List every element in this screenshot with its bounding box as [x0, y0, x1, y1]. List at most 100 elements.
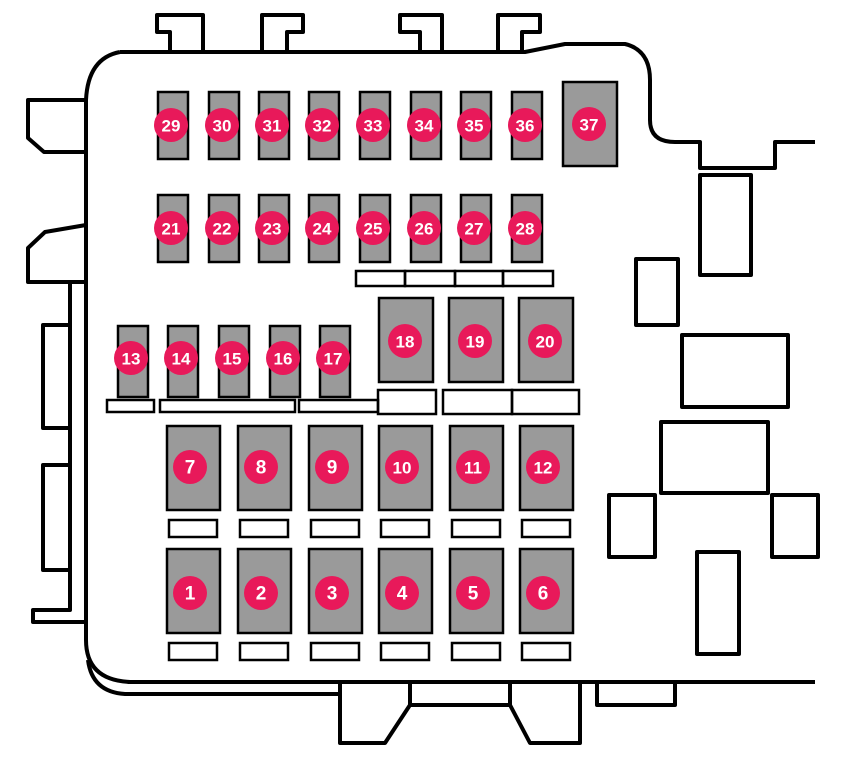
- housing-left-wall: [84, 50, 815, 684]
- spare-slot: [238, 518, 290, 539]
- fuse-number-label: 24: [313, 220, 332, 239]
- fuse-number-label: 29: [162, 117, 181, 136]
- fuse-box-housing: [26, 13, 820, 745]
- fuse-26: 26: [407, 193, 443, 264]
- fuse-number-badge: [173, 576, 207, 610]
- fuse-number-label: 26: [415, 220, 434, 239]
- fuse-number-label: 25: [364, 220, 383, 239]
- fuse-number-badge: [205, 108, 239, 142]
- spare-slot: [450, 518, 502, 539]
- fuse-number-badge: [255, 211, 289, 245]
- fuse-number-badge: [255, 108, 289, 142]
- fuse-28: 28: [508, 193, 544, 264]
- fuse-24: 24: [305, 193, 341, 264]
- fuse-number-label: 32: [313, 117, 332, 136]
- fuse-1: 1: [165, 547, 222, 635]
- top-clip-left-1: [155, 13, 205, 52]
- right-slot-6: [770, 493, 820, 559]
- fuse-27: 27: [457, 193, 493, 264]
- left-bracket-top: [26, 98, 86, 154]
- fuse-number-badge: [456, 576, 490, 610]
- spare-slot: [309, 641, 361, 662]
- left-bracket-mid: [26, 223, 87, 284]
- fuse-number-badge: [205, 211, 239, 245]
- fuse-17: 17: [316, 324, 352, 399]
- spare-slot: [403, 269, 457, 288]
- fuse-number-label: 12: [534, 459, 553, 478]
- fuse-number-badge: [572, 107, 606, 141]
- fuse-number-label: 28: [516, 220, 535, 239]
- right-slot-4: [659, 420, 770, 495]
- fuse-number-label: 33: [364, 117, 383, 136]
- fuse-number-label: 7: [185, 458, 196, 479]
- fuse-3: 3: [307, 547, 364, 635]
- fuse-number-label: 16: [274, 350, 293, 369]
- bottom-tab-right: [595, 682, 677, 707]
- fuse-31: 31: [255, 90, 291, 161]
- fuse-number-label: 14: [172, 350, 191, 369]
- fuse-number-badge: [154, 211, 188, 245]
- fuse-number-label: 8: [256, 458, 267, 479]
- bottom-tab-left: [338, 682, 412, 745]
- fuse-number-label: 37: [580, 116, 599, 135]
- spare-slot: [441, 388, 514, 416]
- fuse-19: 19: [447, 296, 505, 384]
- housing-base-line: [86, 659, 340, 696]
- fuse-number-badge: [316, 341, 350, 375]
- fuse-number-badge: [315, 450, 349, 484]
- fuse-number-badge: [458, 324, 492, 358]
- left-bracket-bottom: [31, 280, 86, 624]
- fuse-number-label: 5: [468, 584, 479, 605]
- fuse-number-label: 31: [263, 117, 282, 136]
- fuse-number-label: 6: [538, 584, 549, 605]
- right-slot-7: [695, 550, 741, 656]
- fuse-number-badge: [315, 576, 349, 610]
- spare-slot: [520, 518, 572, 539]
- fuse-2: 2: [236, 547, 293, 635]
- fuse-number-badge: [244, 576, 278, 610]
- fuse-number-badge: [244, 450, 278, 484]
- fuse-number-badge: [305, 211, 339, 245]
- top-clip-right-2: [496, 13, 542, 52]
- fuse-number-label: 4: [397, 584, 408, 605]
- fuse-4: 4: [377, 547, 434, 635]
- fuse-number-label: 35: [465, 117, 484, 136]
- fuse-number-label: 17: [324, 350, 343, 369]
- spare-slot: [501, 269, 555, 288]
- fuse-number-badge: [528, 324, 562, 358]
- spare-slot: [453, 269, 505, 288]
- fuse-36: 36: [508, 90, 544, 161]
- fuse-16: 16: [266, 324, 302, 399]
- left-tab-1: [41, 323, 70, 430]
- spare-slot: [450, 641, 502, 662]
- housing-outline: [120, 42, 815, 170]
- fuse-11: 11: [448, 424, 505, 512]
- fuse-number-badge: [407, 211, 441, 245]
- spare-slot: [158, 398, 297, 414]
- fuse-number-badge: [356, 211, 390, 245]
- left-tab-2: [41, 463, 70, 572]
- fuse-30: 30: [205, 90, 241, 161]
- fuse-20: 20: [517, 296, 575, 384]
- fuse-9: 9: [307, 424, 364, 512]
- fuse-number-badge: [388, 324, 422, 358]
- fuse-21: 21: [154, 193, 190, 264]
- fuse-number-badge: [407, 108, 441, 142]
- fuse-34: 34: [407, 90, 443, 161]
- fuse-number-badge: [173, 450, 207, 484]
- fuse-12: 12: [518, 424, 575, 512]
- top-clip-left-2: [260, 13, 305, 52]
- spare-slot: [379, 641, 431, 662]
- spare-slot: [510, 388, 581, 416]
- fuse-23: 23: [255, 193, 291, 264]
- fuse-8: 8: [236, 424, 293, 512]
- spare-slot: [520, 641, 572, 662]
- fuse-number-label: 18: [396, 333, 415, 352]
- fuse-number-label: 19: [466, 333, 485, 352]
- right-slot-5: [607, 493, 657, 559]
- fuse-15: 15: [215, 324, 251, 399]
- fuse-number-badge: [356, 108, 390, 142]
- spare-slot: [297, 398, 380, 414]
- fuse-number-label: 15: [223, 350, 242, 369]
- spare-slot: [167, 641, 219, 662]
